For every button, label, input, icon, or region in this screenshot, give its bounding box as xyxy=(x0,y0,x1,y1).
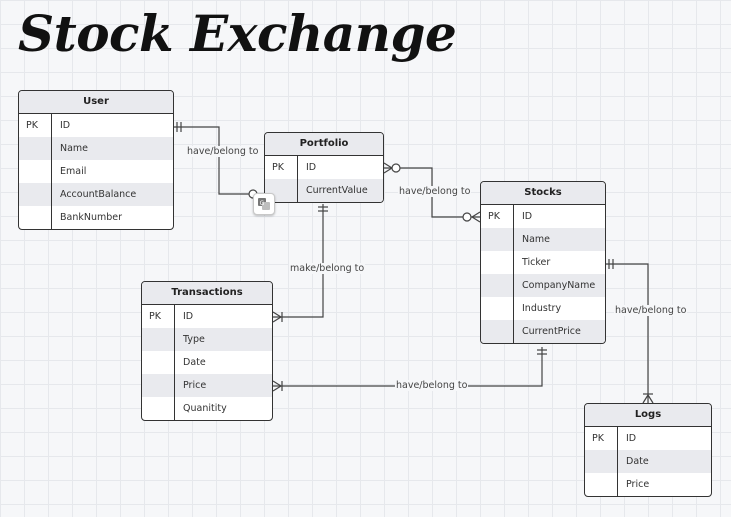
key-cell xyxy=(142,351,175,374)
entity-stocks-title: Stocks xyxy=(481,182,605,205)
attribute-cell: Price xyxy=(183,380,207,391)
entity-stocks[interactable]: Stocks PK ID Name Ticker CompanyName Ind… xyxy=(480,181,606,344)
entity-user-row: Email xyxy=(19,160,173,183)
attribute-cell: BankNumber xyxy=(60,212,123,223)
entity-transactions-row: Price xyxy=(142,374,272,397)
connector-stocks-logs xyxy=(606,263,649,403)
entity-transactions-title: Transactions xyxy=(142,282,272,305)
entity-logs[interactable]: Logs PK ID Date Price xyxy=(584,403,712,497)
attribute-cell: ID xyxy=(522,211,533,222)
key-cell: PK xyxy=(265,156,298,179)
attribute-cell: ID xyxy=(306,162,317,173)
key-cell xyxy=(481,320,514,343)
entity-user-row: BankNumber xyxy=(19,206,173,229)
key-cell xyxy=(481,228,514,251)
attribute-cell: ID xyxy=(183,311,194,322)
relationship-label-user-portfolio: have/belong to xyxy=(186,146,260,157)
attribute-cell: CurrentValue xyxy=(306,185,368,196)
entity-transactions-row: PK ID xyxy=(142,305,272,328)
attribute-cell: Quanitity xyxy=(183,403,227,414)
entity-stocks-row: CompanyName xyxy=(481,274,605,297)
key-cell xyxy=(19,160,52,183)
entity-logs-title: Logs xyxy=(585,404,711,427)
key-cell: PK xyxy=(585,427,618,450)
entity-stocks-row: CurrentPrice xyxy=(481,320,605,343)
key-cell xyxy=(265,179,298,202)
translate-glyph: G xyxy=(258,198,270,210)
key-cell xyxy=(585,450,618,473)
attribute-cell: ID xyxy=(626,433,637,444)
key-cell xyxy=(142,328,175,351)
key-cell xyxy=(142,374,175,397)
entity-user-row: PK ID xyxy=(19,114,173,137)
attribute-cell: CurrentPrice xyxy=(522,326,581,337)
entity-portfolio[interactable]: Portfolio PK ID CurrentValue xyxy=(264,132,384,203)
key-cell: PK xyxy=(142,305,175,328)
entity-stocks-row: Name xyxy=(481,228,605,251)
key-cell xyxy=(481,274,514,297)
svg-text:G: G xyxy=(260,200,265,207)
attribute-cell: Name xyxy=(60,143,89,154)
relationship-label-transactions-stocks: have/belong to xyxy=(395,380,469,391)
entity-portfolio-row: PK ID xyxy=(265,156,383,179)
attribute-cell: Industry xyxy=(522,303,562,314)
key-cell xyxy=(481,297,514,320)
connector-transactions-stocks xyxy=(273,347,543,387)
key-cell xyxy=(481,251,514,274)
entity-portfolio-row: CurrentValue xyxy=(265,179,383,202)
entity-user-row: AccountBalance xyxy=(19,183,173,206)
entity-logs-row: PK ID xyxy=(585,427,711,450)
relationship-label-portfolio-transactions: make/belong to xyxy=(289,263,366,274)
attribute-cell: Date xyxy=(183,357,206,368)
entity-portfolio-title: Portfolio xyxy=(265,133,383,156)
entity-logs-row: Date xyxy=(585,450,711,473)
translate-icon[interactable]: G xyxy=(253,193,275,215)
attribute-cell: Price xyxy=(626,479,650,490)
key-cell xyxy=(585,473,618,496)
entity-transactions-row: Date xyxy=(142,351,272,374)
attribute-cell: Date xyxy=(626,456,649,467)
relationship-label-stocks-logs: have/belong to xyxy=(614,305,688,316)
key-cell: PK xyxy=(481,205,514,228)
key-cell xyxy=(19,137,52,160)
attribute-cell: Email xyxy=(60,166,87,177)
entity-user-title: User xyxy=(19,91,173,114)
attribute-cell: Type xyxy=(183,334,205,345)
entity-transactions[interactable]: Transactions PK ID Type Date Price Quani… xyxy=(141,281,273,421)
attribute-cell: AccountBalance xyxy=(60,189,137,200)
attribute-cell: ID xyxy=(60,120,71,131)
attribute-cell: Ticker xyxy=(522,257,551,268)
attribute-cell: Name xyxy=(522,234,551,245)
relationship-label-portfolio-stocks: have/belong to xyxy=(398,186,472,197)
entity-stocks-row: Industry xyxy=(481,297,605,320)
entity-transactions-row: Type xyxy=(142,328,272,351)
entity-user-row: Name xyxy=(19,137,173,160)
attribute-cell: CompanyName xyxy=(522,280,596,291)
entity-stocks-row: Ticker xyxy=(481,251,605,274)
entity-user[interactable]: User PK ID Name Email AccountBalance Ban… xyxy=(18,90,174,230)
entity-transactions-row: Quanitity xyxy=(142,397,272,420)
key-cell xyxy=(19,206,52,229)
diagram-title: Stock Exchange xyxy=(18,4,457,63)
key-cell xyxy=(19,183,52,206)
key-cell: PK xyxy=(19,114,52,137)
entity-stocks-row: PK ID xyxy=(481,205,605,228)
connector-portfolio-transactions xyxy=(273,204,324,318)
entity-logs-row: Price xyxy=(585,473,711,496)
connector-user-portfolio xyxy=(174,126,249,195)
key-cell xyxy=(142,397,175,420)
